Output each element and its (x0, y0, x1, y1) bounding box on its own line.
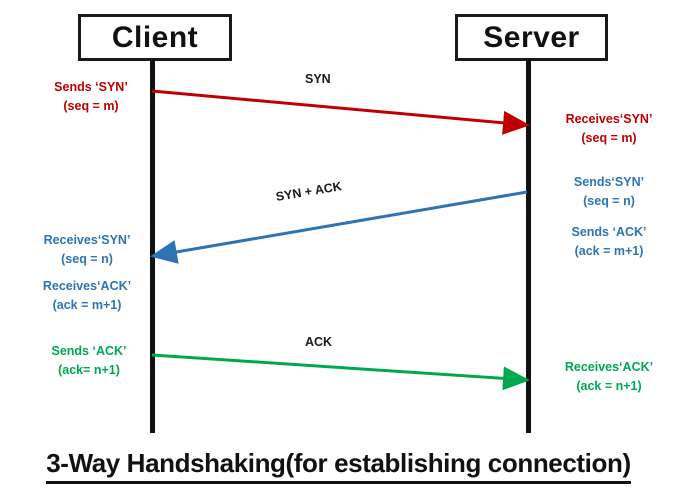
annotation-line-1: Sends ‘SYN’ (54, 80, 128, 94)
annotation-line-1: Sends‘SYN’ (573, 175, 645, 189)
annotation-line-1: Receives‘SYN’ (43, 233, 131, 247)
server-node-box: Server (455, 14, 608, 61)
annotation-line-2: (seq = n) (583, 193, 635, 208)
annotation-line-2: (ack= n+1) (58, 362, 120, 377)
annotation-client-recv-syn: Receives‘SYN’ (seq = n) (22, 231, 152, 269)
annotation-line-2: (ack = m+1) (574, 243, 644, 258)
annotation-line-2: (seq = n) (61, 251, 113, 266)
syn-ack-arrow (150, 190, 528, 264)
server-label: Server (483, 20, 580, 54)
server-lifeline (526, 58, 531, 433)
syn-arrow (151, 89, 530, 135)
annotation-client-send-syn: Sends ‘SYN’ (seq = m) (30, 78, 152, 116)
caption-text: 3-Way Handshaking(for establishing conne… (46, 448, 631, 484)
annotation-client-recv-ack: Receives‘ACK’ (ack = m+1) (22, 277, 152, 315)
annotation-line-2: (ack = n+1) (576, 378, 642, 393)
annotation-line-1: Sends ‘ACK’ (571, 225, 647, 239)
wire-label-ack: ACK (305, 335, 333, 349)
annotation-line-1: Receives‘ACK’ (564, 360, 654, 374)
annotation-line-2: (seq = m) (63, 98, 119, 113)
annotation-server-recv-ack: Receives‘ACK’ (ack = n+1) (543, 358, 675, 396)
annotation-client-send-ack: Sends ‘ACK’ (ack= n+1) (26, 342, 152, 380)
diagram-caption: 3-Way Handshaking(for establishing conne… (0, 448, 677, 484)
annotation-server-recv-syn: Receives‘SYN’ (seq = m) (543, 110, 675, 148)
annotation-line-1: Receives‘SYN’ (565, 112, 653, 126)
annotation-line-1: Receives‘ACK’ (42, 279, 132, 293)
annotation-server-send-syn: Sends‘SYN’ (seq = n) (543, 173, 675, 211)
annotation-line-2: (ack = m+1) (52, 297, 122, 312)
annotation-line-2: (seq = m) (581, 130, 637, 145)
client-node-box: Client (78, 14, 232, 61)
wire-label-syn-ack: SYN + ACK (274, 179, 343, 204)
client-label: Client (111, 20, 199, 54)
annotation-server-send-ack: Sends ‘ACK’ (ack = m+1) (543, 223, 675, 261)
ack-arrow (151, 353, 530, 391)
wire-label-syn: SYN (305, 72, 331, 86)
annotation-line-1: Sends ‘ACK’ (51, 344, 127, 358)
